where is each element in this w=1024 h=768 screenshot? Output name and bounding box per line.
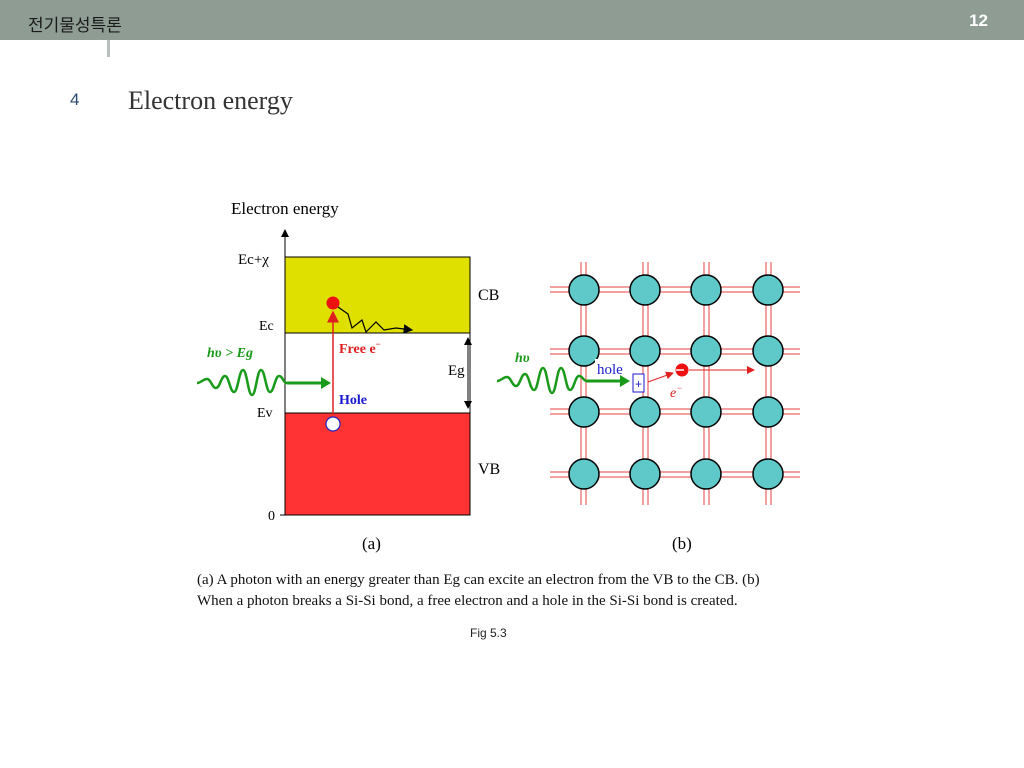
valence-band [284, 412, 471, 516]
hole-dot [325, 416, 341, 432]
si-atom [568, 335, 600, 367]
si-atom [629, 396, 661, 428]
si-atom [690, 335, 722, 367]
si-atom [629, 335, 661, 367]
photon-wave-b [496, 366, 588, 395]
electron-release-arrow [647, 371, 674, 383]
si-atom [752, 396, 784, 428]
photon-arrow-b-head [620, 375, 630, 387]
eg-label: Eg [448, 363, 465, 379]
electron-label-b: e− [670, 383, 682, 401]
free-electron-dot [326, 296, 340, 310]
slide-heading: Electron energy [128, 86, 293, 115]
header-divider [107, 40, 110, 57]
vb-label: VB [478, 461, 500, 478]
hole-label: Hole [339, 393, 367, 408]
si-atom [568, 274, 600, 306]
si-atom [752, 335, 784, 367]
hole-label-b: hole [597, 362, 623, 378]
panel-a: Electron energy Ec+χ Ec Ev 0 CB VB Eg Fr… [196, 199, 500, 553]
ec-chi-label: Ec+χ [238, 252, 269, 268]
ec-label: Ec [259, 319, 274, 334]
free-electron-label: Free e− [339, 339, 381, 357]
hole-box [632, 373, 645, 393]
cb-label: CB [478, 287, 499, 304]
header-bar: 전기물성특론 12 [0, 0, 1024, 40]
si-atom [690, 396, 722, 428]
photon-arrow-a-head [321, 377, 331, 389]
figure-caption: (a) A photon with an energy greater than… [197, 572, 760, 609]
energy-axis-title: Electron energy [231, 199, 339, 218]
panel-b: hole + e− hυ (b) [496, 262, 800, 553]
si-atom [629, 274, 661, 306]
hole-plus: + [635, 377, 642, 391]
figure-number: Fig 5.3 [470, 626, 507, 640]
si-atoms [568, 274, 784, 490]
hole-label-bg [595, 359, 631, 377]
slide-bullet-number: 4 [70, 90, 80, 109]
si-atom [752, 458, 784, 490]
si-atom [690, 458, 722, 490]
photon-label-a: hυ > Eg [207, 346, 253, 361]
course-title: 전기물성특론 [28, 16, 122, 36]
si-atom [690, 274, 722, 306]
photon-wave-a [196, 368, 288, 397]
si-atom [568, 396, 600, 428]
ev-label: Ev [257, 406, 273, 421]
panel-b-label: (b) [672, 534, 692, 553]
photon-label-b: hυ [515, 351, 530, 366]
band-gap [284, 332, 471, 414]
panel-a-label: (a) [362, 534, 381, 553]
si-atom [752, 274, 784, 306]
electron-scatter-path [337, 306, 414, 334]
conduction-band [284, 256, 471, 334]
zero-label: 0 [268, 509, 275, 524]
page-number: 12 [969, 11, 988, 30]
si-atom [568, 458, 600, 490]
si-atom [629, 458, 661, 490]
